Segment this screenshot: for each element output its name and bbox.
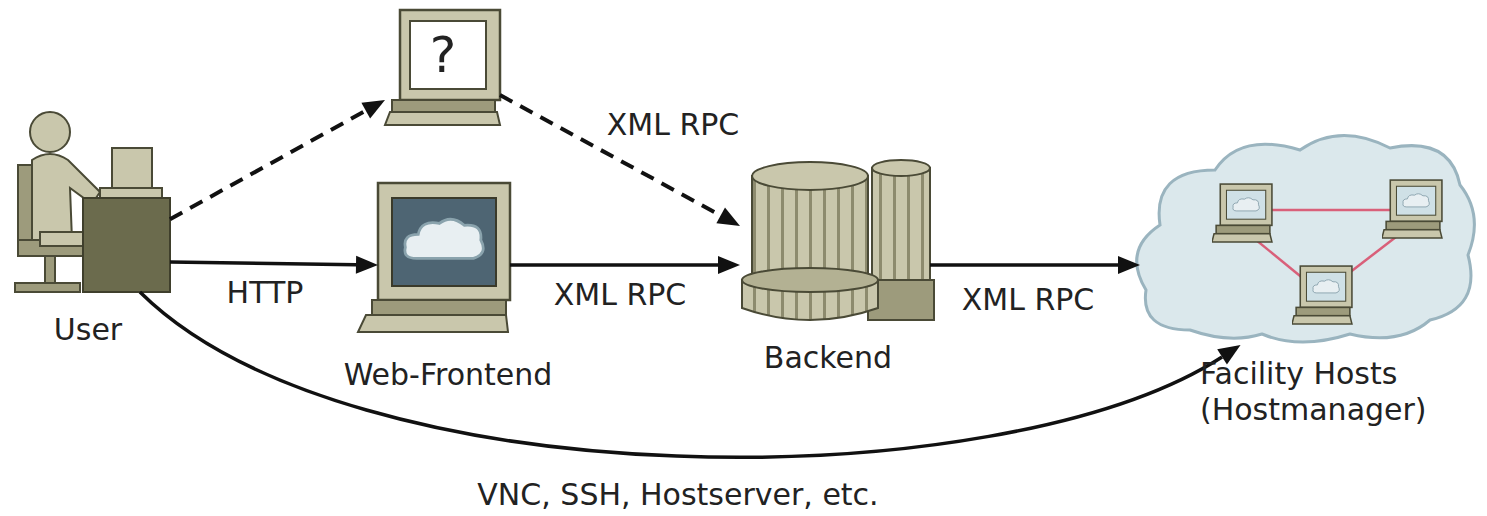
node-label: Web-Frontend [344, 357, 553, 393]
node-label: ? [430, 25, 457, 85]
web-frontend-node: Web-Frontend [378, 183, 510, 332]
connector-line [510, 263, 718, 267]
edge-label: VNC, SSH, Hostserver, etc. [477, 477, 878, 513]
web-frontend-computer [358, 183, 510, 332]
edge-label: XML RPC [962, 282, 1095, 318]
arrowhead [356, 256, 378, 274]
connector [930, 256, 1140, 274]
connector-line [170, 262, 356, 265]
unknown-computer [385, 10, 500, 125]
node-label: Facility Hosts (Hostmanager) [1200, 356, 1482, 428]
backend-node: Backend [740, 160, 930, 325]
connector-line [930, 263, 1118, 267]
user-figure [15, 112, 170, 292]
arrowhead [716, 208, 740, 226]
connector [510, 256, 740, 274]
edge-label: XML RPC [607, 107, 740, 143]
unknown-client-node: ? [385, 8, 500, 125]
edge-label: XML RPC [554, 277, 687, 313]
facility-hosts-node: Facility Hosts (Hostmanager) [1140, 140, 1482, 345]
node-label: Backend [764, 340, 892, 376]
backend-server [742, 160, 934, 320]
arrowhead [718, 256, 740, 274]
edge-label: HTTP [227, 275, 304, 311]
user-node: User [15, 110, 170, 292]
connector-line [170, 111, 366, 220]
arrowhead [361, 100, 385, 119]
connector [170, 100, 385, 219]
node-label: User [54, 312, 122, 348]
connector [500, 95, 740, 226]
host-cloud [1137, 135, 1475, 342]
arrowhead [1118, 256, 1140, 274]
connector [170, 256, 378, 274]
